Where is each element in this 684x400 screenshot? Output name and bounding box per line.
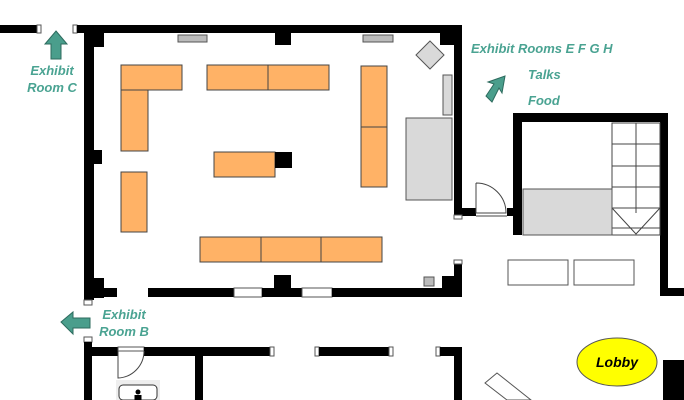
staircase bbox=[611, 122, 661, 236]
table bbox=[120, 64, 183, 91]
talks-label[interactable]: Talks bbox=[528, 67, 561, 82]
exhibit-room-b-label-1[interactable]: Exhibit bbox=[102, 307, 146, 322]
exhibit-room-c-label-1[interactable]: Exhibit bbox=[30, 63, 74, 78]
table bbox=[206, 64, 269, 91]
table bbox=[360, 65, 388, 128]
table bbox=[260, 236, 322, 263]
exhibit-tables bbox=[120, 64, 388, 263]
counter bbox=[405, 117, 453, 201]
vent bbox=[177, 34, 208, 43]
fixture bbox=[423, 276, 435, 287]
door-lower-left[interactable] bbox=[117, 350, 145, 379]
exhibit-room-c-label-2[interactable]: Room C bbox=[27, 80, 77, 95]
arrow-left-icon bbox=[60, 310, 91, 336]
table bbox=[213, 151, 276, 178]
table bbox=[267, 64, 330, 91]
bench bbox=[507, 259, 569, 286]
shelf bbox=[442, 74, 453, 116]
pillar bbox=[275, 152, 292, 168]
exhibit-rooms-efgh-label[interactable]: Exhibit Rooms E F G H bbox=[471, 41, 613, 56]
table bbox=[320, 236, 383, 263]
arrow-up-right-icon bbox=[485, 75, 506, 103]
table bbox=[360, 126, 388, 188]
exhibit-room-b-label-2[interactable]: Room B bbox=[99, 324, 149, 339]
lobby-marker[interactable]: Lobby bbox=[576, 337, 658, 387]
service-counter bbox=[522, 188, 613, 236]
kiosk bbox=[415, 40, 445, 70]
walls bbox=[0, 24, 684, 400]
arrow-up-icon bbox=[43, 30, 69, 60]
table bbox=[120, 89, 149, 152]
door-right[interactable] bbox=[475, 182, 507, 217]
table bbox=[120, 171, 148, 233]
person-icon bbox=[134, 389, 142, 400]
vent bbox=[362, 34, 394, 43]
bench bbox=[484, 372, 532, 400]
lobby-label: Lobby bbox=[596, 354, 639, 370]
food-label[interactable]: Food bbox=[528, 93, 561, 108]
bench bbox=[573, 259, 635, 286]
table bbox=[199, 236, 262, 263]
